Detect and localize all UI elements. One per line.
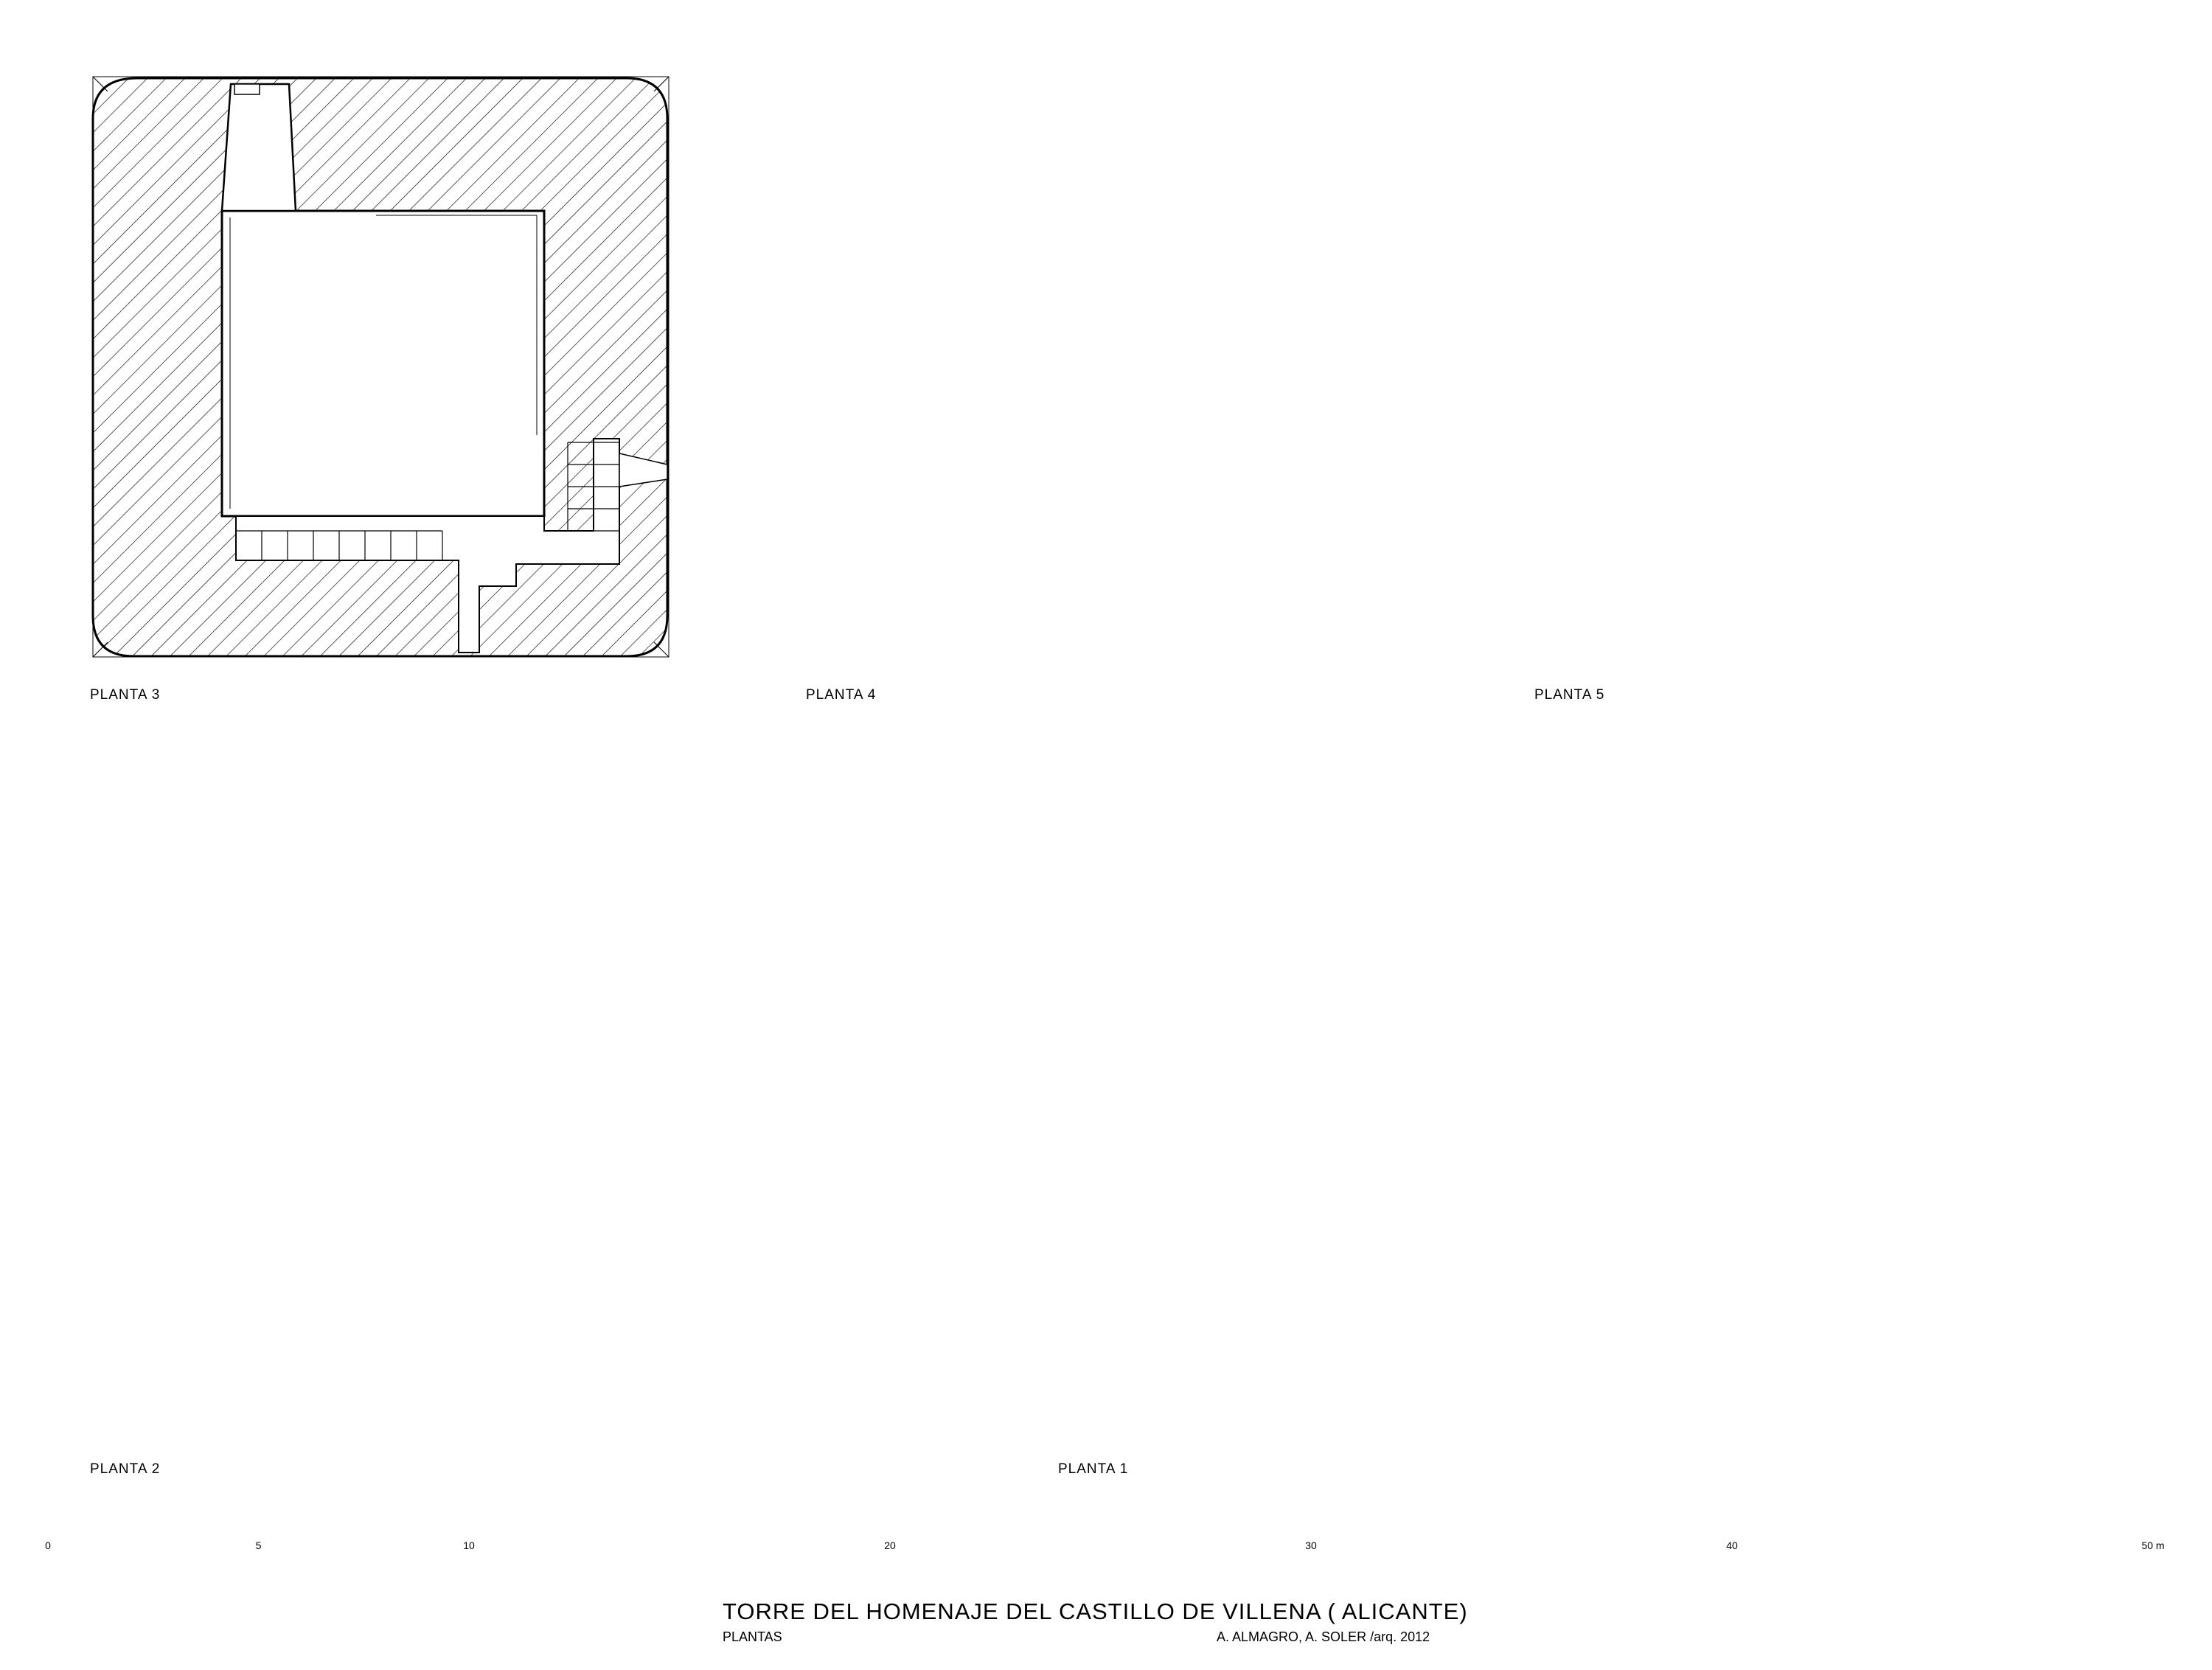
plan-2-label: PLANTA 2: [90, 1461, 161, 1477]
scale-tick-label: 20: [884, 1539, 896, 1551]
plan-3-shaft-cap: [234, 83, 260, 95]
plan-3-corner-diag: [653, 76, 669, 92]
plan-3-corner-diag: [92, 76, 108, 92]
plan-1-label: PLANTA 1: [1058, 1461, 1129, 1477]
plan-3-label: PLANTA 3: [90, 687, 161, 703]
plan-3-corner-diag: [92, 641, 108, 658]
plan-3-corner-diag: [653, 641, 669, 658]
scale-tick-label: 30: [1305, 1539, 1317, 1551]
drawing-credits: A. ALMAGRO, A. SOLER /arq. 2012: [1217, 1629, 1430, 1644]
plan-5-label: PLANTA 5: [1534, 687, 1605, 703]
drawing-subtitle: PLANTAS: [723, 1629, 782, 1644]
scale-tick-label: 0: [45, 1539, 51, 1551]
plan-3: [91, 76, 669, 658]
scale-tick-label: 40: [1726, 1539, 1738, 1551]
drawing-title: TORRE DEL HOMENAJE DEL CASTILLO DE VILLE…: [723, 1598, 1468, 1624]
plan-3-stair-treads: [236, 442, 619, 560]
scale-tick-label: 5: [255, 1539, 262, 1551]
scale-tick-label: 50 m: [2141, 1539, 2165, 1551]
plan-3-shaft: [220, 83, 297, 212]
plan-4-label: PLANTA 4: [806, 687, 877, 703]
plan-3-frame: [92, 76, 669, 658]
scale-tick-label: 10: [463, 1539, 475, 1551]
plan-3-loophole: [619, 453, 668, 487]
